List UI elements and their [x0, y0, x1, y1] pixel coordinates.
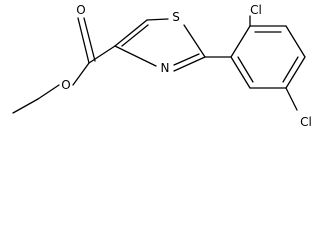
bond-ph-inner-2	[282, 56, 299, 83]
bond-ph-6-1	[230, 56, 251, 89]
bond-c-o-double-1	[77, 17, 90, 64]
bond-ethyl-ch3	[12, 98, 39, 114]
bond-c5-s	[146, 18, 169, 21]
atom-s-ring: S	[172, 10, 180, 24]
bond-c4-c5	[114, 19, 148, 47]
bond-ph-4-5	[285, 56, 306, 89]
bond-ph-3-4	[285, 25, 306, 58]
bond-ph-inner-3	[237, 56, 254, 83]
bond-o-carbonyl-carbon	[72, 62, 90, 86]
bond-ph-1-2	[230, 25, 251, 58]
bond-n-c4	[114, 45, 157, 67]
bond-c4-c5-double	[121, 24, 149, 47]
bond-c2-n-double	[173, 56, 206, 72]
bond-c-o-double-2	[83, 17, 96, 62]
bond-s-c2	[183, 24, 206, 58]
atom-o-carbonyl: O	[76, 3, 85, 17]
bond-carbonyl-c4	[88, 45, 116, 64]
atom-n-ring: N	[161, 61, 170, 75]
atom-o-ester: O	[61, 78, 70, 92]
structure-drawing: O O S N Cl Cl	[12, 3, 312, 129]
bond-c2-n-double-2	[173, 53, 200, 66]
bond-ethyl-ch2-o	[37, 84, 60, 100]
bond-ph-cl-para	[285, 87, 298, 111]
atom-cl-para: Cl	[300, 115, 312, 129]
atom-cl-ortho: Cl	[250, 3, 262, 17]
